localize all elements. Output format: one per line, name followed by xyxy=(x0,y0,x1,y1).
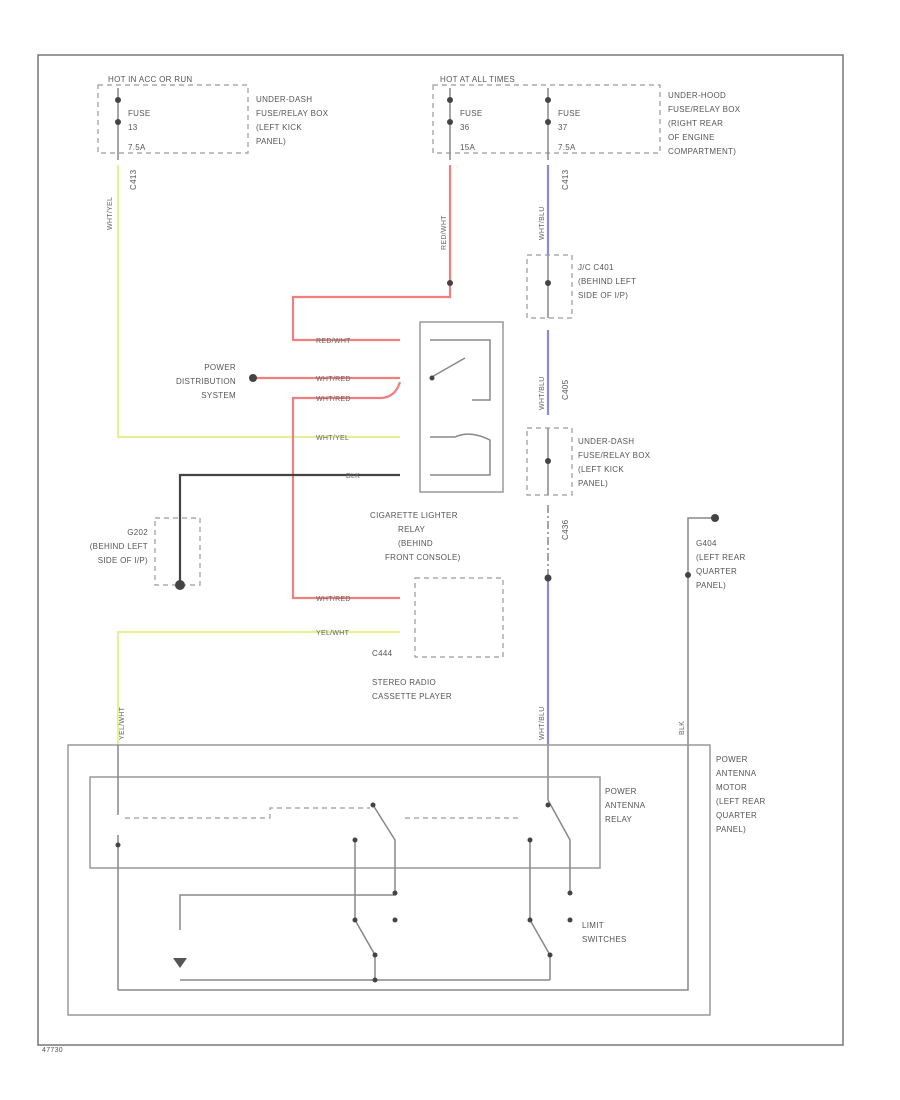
limit-switches-label: LIMIT xyxy=(582,921,604,930)
connector-label: C413 xyxy=(561,169,570,190)
wire-label: WHT/BLU xyxy=(539,706,546,740)
motor-label: PANEL) xyxy=(716,825,746,834)
wire-label: BLK xyxy=(346,473,360,480)
ground-left-label: SIDE OF I/P) xyxy=(98,556,148,565)
relay-label: ANTENNA xyxy=(605,801,646,810)
wire-label: BLK xyxy=(679,721,686,735)
motor-label: ANTENNA xyxy=(716,769,757,778)
wire-label: YEL/WHT xyxy=(316,630,350,637)
relay-label: CIGARETTE LIGHTER xyxy=(370,511,458,520)
underdash-label: PANEL) xyxy=(578,479,608,488)
relay-label: (BEHIND xyxy=(398,539,433,548)
wire-label: RED/WHT xyxy=(441,215,448,250)
power-distribution-label: DISTRIBUTION xyxy=(176,377,236,386)
fuse-rating: 15A xyxy=(460,143,475,152)
location-line: PANEL) xyxy=(256,137,286,146)
wire-yel-wht xyxy=(116,630,400,745)
motor-label: MOTOR xyxy=(716,783,747,792)
location-line: OF ENGINE xyxy=(668,133,715,142)
cigarette-lighter-relay: CIGARETTE LIGHTER RELAY (BEHIND FRONT CO… xyxy=(370,321,504,562)
fuse-label: FUSE xyxy=(460,109,483,118)
ground-right-label: QUARTER xyxy=(696,567,737,576)
relay-label: FRONT CONSOLE) xyxy=(385,553,461,562)
wire-label: WHT/YEL xyxy=(316,435,349,442)
radio-label: STEREO RADIO xyxy=(372,678,436,687)
wire-label: WHT/RED xyxy=(316,596,351,603)
connector-label: C405 xyxy=(561,379,570,400)
junction-label: (BEHIND LEFT xyxy=(578,277,636,286)
motor-label: QUARTER xyxy=(716,811,757,820)
diagram-frame xyxy=(37,54,844,1046)
underdash-label: (LEFT KICK xyxy=(578,465,624,474)
radio-label: CASSETTE PLAYER xyxy=(372,692,452,701)
wire-red-wht xyxy=(291,165,452,342)
relay-label: RELAY xyxy=(605,815,633,824)
location-line: (RIGHT REAR xyxy=(668,119,723,128)
wire-blk xyxy=(178,473,400,585)
fusebox-right-header: HOT AT ALL TIMES xyxy=(440,75,515,84)
fusebox-left: HOT IN ACC OR RUN FUSE 13 7.5A UNDER-DAS… xyxy=(97,75,329,190)
relay-label: POWER xyxy=(605,787,637,796)
wire-label: WHT/YEL xyxy=(107,197,114,230)
limit-switches-label: SWITCHES xyxy=(582,935,627,944)
location-line: UNDER-HOOD xyxy=(668,91,726,100)
motor-icon xyxy=(173,958,187,968)
fuse-number: 13 xyxy=(128,123,138,132)
connector-label: C444 xyxy=(372,649,393,658)
location-line: FUSE/RELAY BOX xyxy=(256,109,329,118)
junction-label: SIDE OF I/P) xyxy=(578,291,628,300)
ground-right-label: G404 xyxy=(696,539,717,548)
ground-right-label: (LEFT REAR xyxy=(696,553,746,562)
ground-left-label: G202 xyxy=(127,528,148,537)
wire-wht-yel xyxy=(116,165,400,439)
fuse-label: FUSE xyxy=(128,109,151,118)
power-distribution-label: POWER xyxy=(204,363,236,372)
wire-label: WHT/BLU xyxy=(539,206,546,240)
relay-label: RELAY xyxy=(398,525,426,534)
connector-label: C436 xyxy=(561,519,570,540)
wire-wht-red-radio xyxy=(291,381,402,600)
fuse-rating: 7.5A xyxy=(558,143,576,152)
underdash-label: UNDER-DASH xyxy=(578,437,634,446)
power-antenna-motor: POWER ANTENNA MOTOR (LEFT REAR QUARTER P… xyxy=(67,744,766,1016)
fusebox-right: HOT AT ALL TIMES FUSE 36 15A FUSE 37 7.5… xyxy=(432,75,741,190)
location-line: COMPARTMENT) xyxy=(668,147,736,156)
ground-left-label: (BEHIND LEFT xyxy=(90,542,148,551)
wire-label: WHT/RED xyxy=(316,376,351,383)
wire-blk-right xyxy=(687,517,712,745)
wire-label: WHT/RED xyxy=(316,396,351,403)
motor-label: (LEFT REAR xyxy=(716,797,766,806)
location-line: UNDER-DASH xyxy=(256,95,312,104)
fusebox-left-header: HOT IN ACC OR RUN xyxy=(108,75,193,84)
fuse-number: 37 xyxy=(558,123,568,132)
stereo-radio: C444 STEREO RADIO CASSETTE PLAYER xyxy=(372,577,504,701)
junction-label: J/C C401 xyxy=(578,263,614,272)
underdash-label: FUSE/RELAY BOX xyxy=(578,451,651,460)
wire-label: RED/WHT xyxy=(316,338,351,345)
ground-right-label: PANEL) xyxy=(696,581,726,590)
connector-label: C413 xyxy=(129,169,138,190)
location-line: (LEFT KICK xyxy=(256,123,302,132)
motor-label: POWER xyxy=(716,755,748,764)
figure-code: 47730 xyxy=(42,1047,63,1054)
fuse-rating: 7.5A xyxy=(128,143,146,152)
wire-label: YEL/WHT xyxy=(119,706,126,740)
fuse-number: 36 xyxy=(460,123,470,132)
fuse-label: FUSE xyxy=(558,109,581,118)
power-distribution-label: SYSTEM xyxy=(201,391,236,400)
location-line: FUSE/RELAY BOX xyxy=(668,105,741,114)
wire-label: WHT/BLU xyxy=(539,376,546,410)
